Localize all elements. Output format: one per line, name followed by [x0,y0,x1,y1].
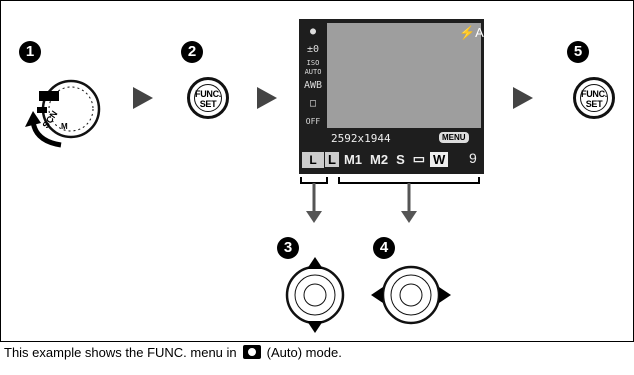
func-set-button[interactable]: FUNC. SET [187,77,229,119]
step-number-4: 4 [373,237,395,259]
mode-dial-icon[interactable]: SCN M [23,71,103,151]
func-set-button-rim [580,84,608,112]
arrow-right-icon [513,87,533,109]
arrow-right-icon [133,87,153,109]
option-l[interactable]: L [325,151,339,167]
arrow-right-icon [257,87,277,109]
step-number-5: 5 [567,41,589,63]
option-s[interactable]: S [396,151,405,167]
side-icon-white-balance: AWB [303,80,323,91]
camera-lcd-screen: ⚡A ● ±0 ISO AUTO AWB □ OFF L 2592x1944 M… [299,19,484,174]
resolution-readout: 2592x1944 [331,132,391,145]
func-set-label-line2: SET [199,99,217,109]
side-icon-drive: □ [309,98,317,109]
option-postcard[interactable]: ▭ [412,151,426,166]
func-set-button[interactable]: FUNC. SET [573,77,615,119]
resolution-options: L M1 M2 S ▭ W [325,149,449,169]
side-icon-exposure: ±0 [306,44,320,55]
func-set-label-line2: SET [585,99,603,109]
menu-badge: MENU [439,132,469,143]
func-set-label-line1: FUNC. [581,89,607,99]
func-set-label-line1: FUNC. [195,89,221,99]
side-icon-iso: ISO AUTO [304,59,322,76]
dial-label-m: M [61,122,68,131]
instruction-panel: 1 SCN M 2 FUNC. SET ⚡A ● ±0 ISO AUTO AWB… [0,0,634,342]
caption: This example shows the FUNC. menu in (Aut… [4,344,342,362]
bracket-connectors [300,177,480,223]
step-number-1: 1 [19,41,41,63]
func-set-button-rim [194,84,222,112]
camera-icon [242,345,261,359]
side-icon-flash-off: OFF [305,117,321,126]
step-number-2: 2 [181,41,203,63]
shots-remaining: 9 [469,150,477,166]
side-selected-resolution: L [302,152,324,168]
control-dial-up-down-icon[interactable] [279,255,351,335]
lcd-side-menu: ● ±0 ISO AUTO AWB □ OFF [301,23,325,131]
step-number-3: 3 [277,237,299,259]
caption-suffix: (Auto) mode. [266,345,342,360]
option-w[interactable]: W [430,151,449,167]
control-dial-left-right-icon[interactable] [369,259,453,331]
lcd-preview-area [327,23,481,128]
option-m2[interactable]: M2 [370,151,389,167]
side-icon-mode: ● [309,26,317,37]
option-m1[interactable]: M1 [343,151,363,167]
caption-prefix: This example shows the FUNC. menu in [4,345,237,360]
flash-auto-icon: ⚡A [459,25,484,40]
